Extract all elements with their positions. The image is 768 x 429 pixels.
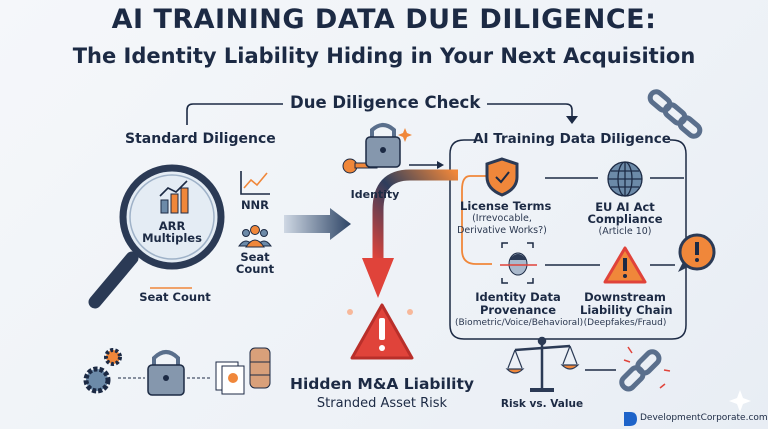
curved-arrow-down <box>372 169 458 262</box>
standard-diligence-heading: Standard Diligence <box>125 131 276 147</box>
license-terms-sub2: Derivative Works?) <box>457 225 547 236</box>
identity-data-sub: (Biometric/Voice/Behavioral) <box>455 318 584 328</box>
magnifier-label-multiples: Multiples <box>142 231 202 245</box>
big-warning-icon <box>347 303 414 360</box>
connector-right <box>487 103 573 118</box>
people-icon <box>238 225 272 248</box>
count-label: Count <box>235 262 275 276</box>
eu-ai-act-sub: (Article 10) <box>598 226 652 237</box>
connector-left <box>186 103 283 125</box>
database-icon <box>249 347 271 389</box>
due-diligence-check-label: Due Diligence Check <box>290 93 481 112</box>
license-terms-title: License Terms <box>460 199 552 213</box>
downstream-title1: Downstream <box>584 290 666 304</box>
brand-logo-icon <box>624 412 637 426</box>
eu-ai-act-title2: Compliance <box>587 212 663 226</box>
identity-data-title2: Provenance <box>479 303 557 317</box>
nnr-chart-icon <box>240 171 270 195</box>
big-arrow-right <box>284 208 351 240</box>
key-lock-icon <box>342 123 401 174</box>
hidden-liability-title: Hidden M&A Liability <box>290 375 474 393</box>
face-scan-icon <box>500 242 537 284</box>
risk-vs-value-label: Risk vs. Value <box>500 398 584 410</box>
gears-icon <box>83 348 122 394</box>
identity-label: Identity <box>350 188 400 201</box>
downstream-sub: (Deepfakes/Fraud) <box>583 318 667 328</box>
magnifier-label-arr: ARR <box>158 219 186 233</box>
documents-icon <box>215 361 245 395</box>
eu-ai-act-title1: EU AI Act <box>595 200 655 214</box>
orange-branch <box>461 175 492 265</box>
alert-bubble-icon <box>678 233 716 272</box>
nnr-label: NNR <box>240 198 270 212</box>
seat-label: Seat <box>240 250 270 264</box>
arrowhead-down <box>566 116 578 124</box>
scales-icon <box>505 336 580 392</box>
globe-icon <box>607 161 643 197</box>
brand-name[interactable]: DevelopmentCorporate.com <box>640 413 768 423</box>
title-line-2: The Identity Liability Hiding in Your Ne… <box>72 44 696 68</box>
magnifier-icon <box>88 164 225 309</box>
ai-box-heading: AI Training Data Diligence <box>473 131 671 147</box>
title-line-1: AI TRAINING DATA DUE DILIGENCE: <box>111 4 657 35</box>
shield-check-icon <box>485 157 519 197</box>
sparkle-icon <box>398 128 412 142</box>
lock-icon <box>147 350 185 396</box>
sparkle-icon <box>729 390 751 412</box>
stranded-asset-sub: Stranded Asset Risk <box>316 396 448 411</box>
broken-chain-icon <box>619 346 671 392</box>
warning-icon <box>603 246 647 284</box>
identity-data-title1: Identity Data <box>475 290 561 304</box>
chain-icon <box>647 89 703 139</box>
license-terms-sub1: (Irrevocable, <box>472 213 532 224</box>
ai-box-frame <box>449 139 687 340</box>
downstream-title2: Liability Chain <box>580 303 673 317</box>
seat-count-bottom-label: Seat Count <box>139 290 211 304</box>
